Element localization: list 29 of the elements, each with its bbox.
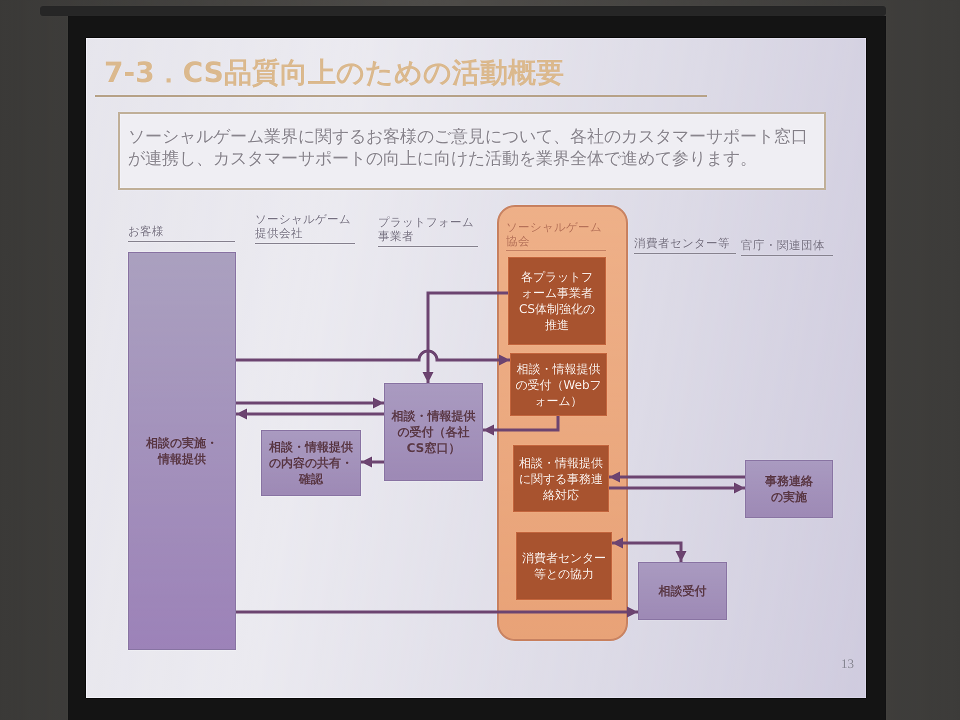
arrow xyxy=(422,292,508,383)
slide-title: 7-3．CS品質向上のための活動概要 xyxy=(104,55,564,91)
arrow xyxy=(236,408,384,420)
arrow xyxy=(236,606,638,618)
column-header: プラットフォーム事業者 xyxy=(378,208,478,247)
column-header: 官庁・関連団体 xyxy=(741,232,833,256)
process-box: 相談・情報提供の内容の共有・確認 xyxy=(261,430,361,496)
arrow xyxy=(361,456,384,468)
arrow xyxy=(612,538,686,562)
arrow xyxy=(483,416,560,436)
page-number: 13 xyxy=(840,656,854,672)
arrow xyxy=(609,472,745,482)
swimlane-band xyxy=(497,205,628,641)
text-box: ソーシャルゲーム業界に関するお客様のご意見について、各社のカスタマーサポート窓口が連携し、カスタマーサポートの向上に向けた活動を業界全体で進めて参ります。 xyxy=(118,112,826,190)
arrow xyxy=(236,398,384,408)
process-box: 相談・情報提供の受付（Webフォーム） xyxy=(510,353,607,416)
column-header: ソーシャルゲーム協会 xyxy=(506,213,606,251)
process-box: 相談の実施・情報提供 xyxy=(128,252,236,650)
process-box: 各プラットフォーム事業者CS体制強化の推進 xyxy=(508,257,606,345)
process-box: 相談・情報提供に関する事務連絡対応 xyxy=(513,445,609,512)
column-header: お客様 xyxy=(128,212,235,242)
process-box: 相談受付 xyxy=(638,562,727,620)
column-header: 消費者センター等 xyxy=(634,230,736,254)
column-header: ソーシャルゲーム提供会社 xyxy=(255,205,355,244)
process-box: 消費者センター等との協力 xyxy=(516,532,612,600)
arrow xyxy=(236,350,510,366)
process-box: 事務連絡の実施 xyxy=(745,460,833,518)
process-box: 相談・情報提供の受付（各社CS窓口） xyxy=(384,383,483,481)
arrow xyxy=(609,482,745,494)
